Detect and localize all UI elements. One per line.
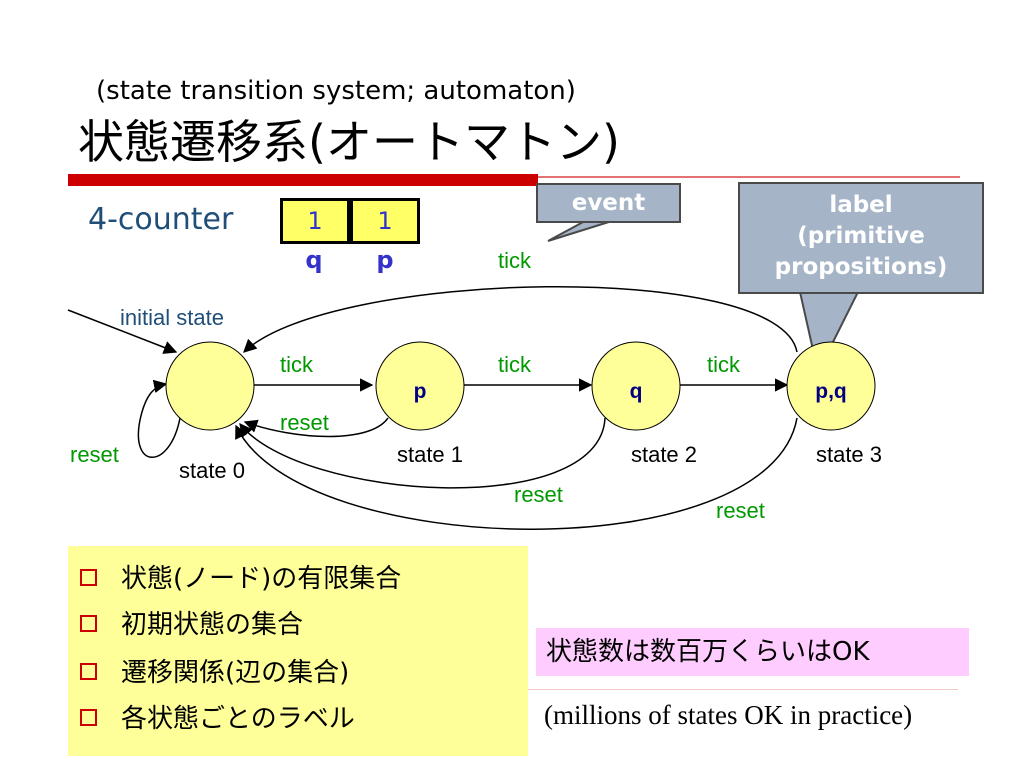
slide-title: 状態遷移系(オートマトン) [78,115,620,169]
bullet-square-icon [80,569,97,586]
event-callout-tail [547,220,613,242]
edge-tick-3-0 [243,286,798,353]
state-0-caption: state 0 [179,458,245,483]
edge-reset-self [137,379,181,458]
slide-subtitle: (state transition system; automaton) [96,76,576,106]
bullet-square-icon [80,709,97,726]
counter-label: 4-counter [88,202,234,237]
bullet-text: 遷移関係(辺の集合) [121,658,350,688]
edge-label-reset-self: reset [70,442,119,467]
initial-state-label: initial state [120,305,224,330]
edge-reset-2-0 [239,417,606,489]
counter-bit-p: 1 [350,198,420,244]
edge-label-reset-1-0: reset [280,410,329,435]
bullet-list: 状態(ノード)の有限集合 初期状態の集合 遷移関係(辺の集合) 各状態ごとのラベ… [68,546,528,756]
state-1-node [375,341,465,431]
label-callout-line-2: (primitive [797,223,925,249]
state-3-label: p,q [815,380,847,403]
label-callout-line-3: propositions) [774,254,948,280]
edge-label-tick-0-1: tick [280,352,314,377]
state-2-node [591,341,681,431]
bullet-item: 遷移関係(辺の集合) [80,652,349,689]
title-underline-bar [68,174,538,186]
state-3-caption: state 3 [816,442,882,467]
bullet-square-icon [80,663,97,680]
label-callout: label (primitive propositions) [738,182,984,294]
bullet-item: 初期状態の集合 [80,604,303,641]
edge-reset-3-0 [235,417,798,530]
counter-bit-name-q: q [305,246,323,274]
state-3-node [786,341,876,431]
event-callout-text: event [571,190,646,216]
state-1-label: p [414,380,427,403]
note-english: (millions of states OK in practice) [544,700,913,730]
edge-label-reset-2-0: reset [514,482,563,507]
event-callout: event [536,183,681,223]
edge-label-reset-3-0: reset [716,498,765,523]
state-0-node [165,341,255,431]
bullet-text: 初期状態の集合 [121,610,304,640]
edge-reset-1-0 [243,417,389,438]
label-callout-line-1: label [829,192,893,218]
note-japanese: 状態数は数百万くらいはOK [536,628,969,676]
edge-label-tick-1-2: tick [498,352,532,377]
title-underline-thin [538,176,960,178]
edge-label-tick-3-0: tick [498,248,532,273]
bullet-item: 状態(ノード)の有限集合 [80,558,401,595]
counter-bit-name-p: p [376,246,394,274]
state-2-caption: state 2 [631,442,697,467]
counter-bit-q: 1 [280,198,350,244]
bullet-text: 各状態ごとのラベル [121,704,355,734]
note-divider [528,689,958,690]
state-2-label: q [630,380,643,403]
bullet-text: 状態(ノード)の有限集合 [121,564,402,594]
initial-arrow [67,309,178,354]
bullet-square-icon [80,615,97,632]
bullet-item: 各状態ごとのラベル [80,698,355,735]
state-1-caption: state 1 [397,442,463,467]
edge-label-tick-2-3: tick [707,352,741,377]
